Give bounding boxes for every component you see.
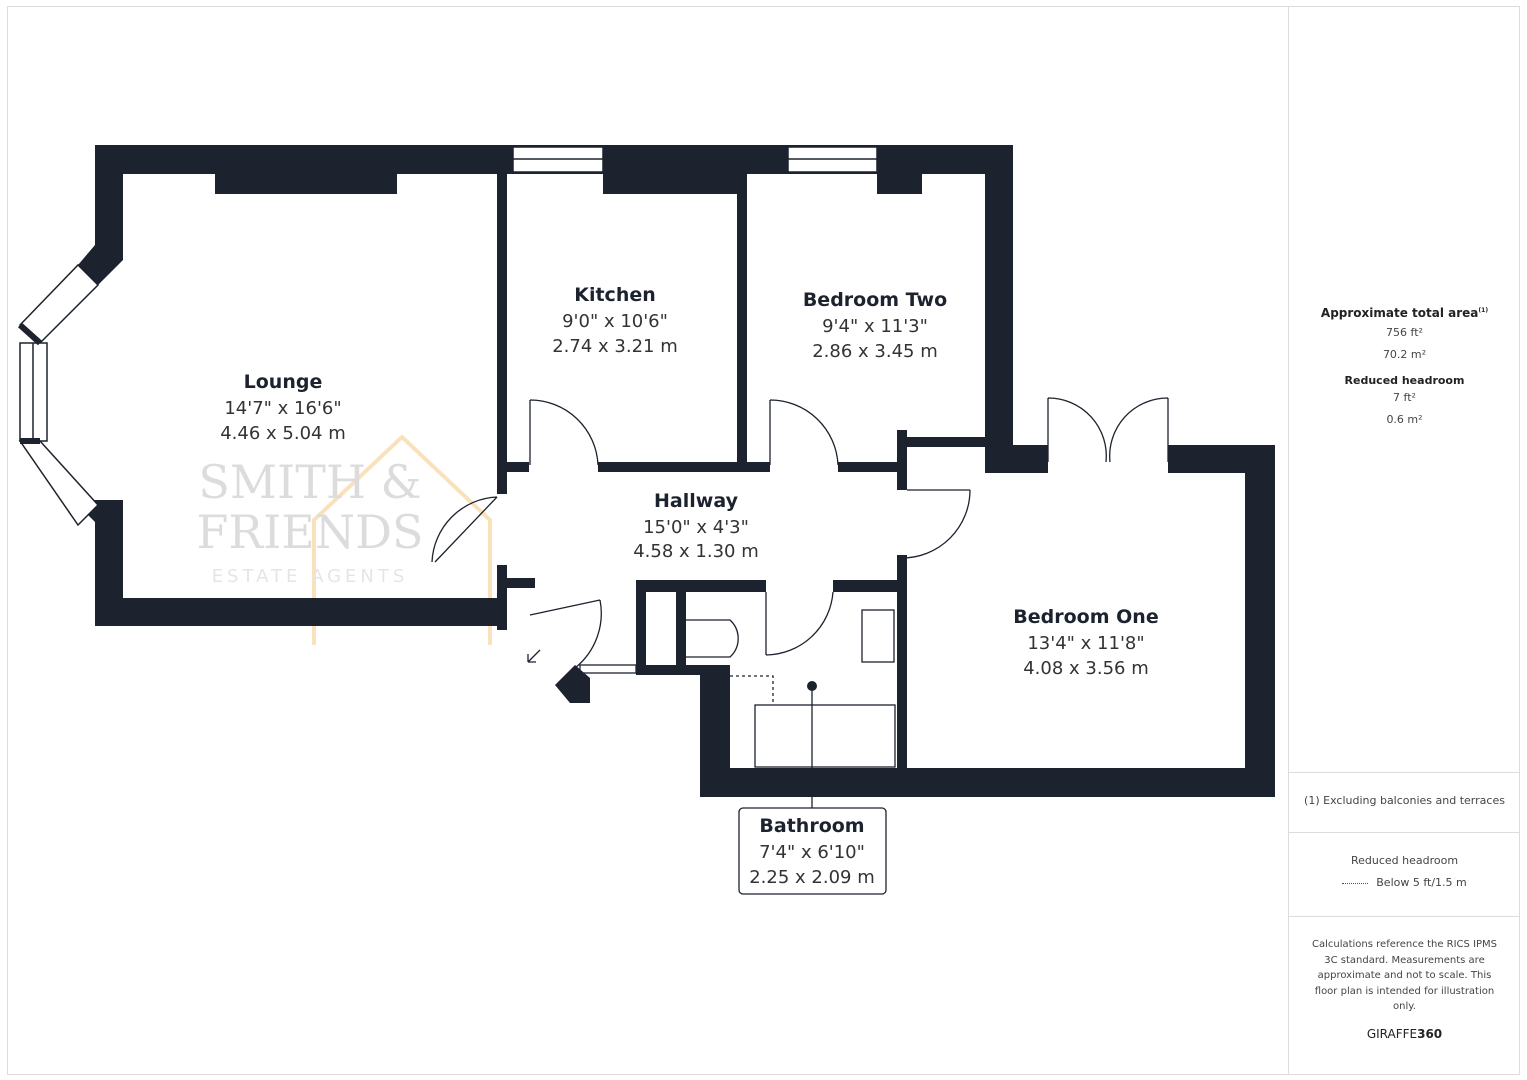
brand-logo: GIRAFFE360 xyxy=(1289,1027,1520,1041)
room-name: Bedroom One xyxy=(1013,606,1158,628)
room-dim-metric: 4.08 x 3.56 m xyxy=(1023,658,1149,679)
watermark-line2: FRIENDS xyxy=(197,505,424,559)
room-name: Hallway xyxy=(654,490,739,512)
room-dim-metric: 2.86 x 3.45 m xyxy=(812,341,938,362)
room-dim-imperial: 9'4" x 11'3" xyxy=(822,316,928,337)
total-area-section: Approximate total area(1) 756 ft² 70.2 m… xyxy=(1289,306,1520,431)
watermark-logo: SMITH & FRIENDS ESTATE AGENTS xyxy=(197,434,492,645)
brand-name: GIRAFFE xyxy=(1366,1027,1418,1041)
room-lounge: Lounge 14'7" x 16'6" 4.46 x 5.04 m xyxy=(220,371,346,444)
room-bathroom: Bathroom 7'4" x 6'10" 2.25 x 2.09 m xyxy=(749,815,875,888)
doors xyxy=(431,397,1169,669)
divider xyxy=(1289,832,1520,833)
legend: Reduced headroom Below 5 ft/1.5 m xyxy=(1289,850,1520,894)
dotted-line-icon xyxy=(1342,882,1369,884)
legend-title: Reduced headroom xyxy=(1350,854,1459,867)
room-bedroom-two: Bedroom Two 9'4" x 11'3" 2.86 x 3.45 m xyxy=(803,289,947,362)
info-panel: Approximate total area(1) 756 ft² 70.2 m… xyxy=(1288,6,1520,1075)
total-area-label: Approximate total area xyxy=(1320,306,1479,320)
windows xyxy=(18,146,878,527)
room-name: Bathroom xyxy=(759,815,864,837)
room-hallway: Hallway 15'0" x 4'3" 4.58 x 1.30 m xyxy=(633,490,759,562)
total-area-ft: 756 ft² xyxy=(1386,326,1423,339)
total-area-footnote-mark: (1) xyxy=(1478,307,1489,314)
room-dim-metric: 4.58 x 1.30 m xyxy=(633,541,759,562)
divider xyxy=(1289,916,1520,917)
watermark-line3: ESTATE AGENTS xyxy=(212,566,409,587)
reduced-headroom-m: 0.6 m² xyxy=(1386,413,1423,426)
room-dim-metric: 4.46 x 5.04 m xyxy=(220,423,346,444)
room-dim-imperial: 15'0" x 4'3" xyxy=(643,517,749,538)
divider xyxy=(1289,772,1520,773)
room-dim-imperial: 13'4" x 11'8" xyxy=(1027,633,1144,654)
total-area-m: 70.2 m² xyxy=(1382,348,1427,361)
reduced-headroom-ft: 7 ft² xyxy=(1393,391,1416,404)
floor-plan: SMITH & FRIENDS ESTATE AGENTS xyxy=(17,145,1275,895)
disclaimer: Calculations reference the RICS IPMS 3C … xyxy=(1311,939,1498,1012)
footnote: (1) Excluding balconies and terraces xyxy=(1304,794,1505,807)
bathroom-label-box xyxy=(738,807,887,895)
room-name: Kitchen xyxy=(574,284,656,306)
room-dim-metric: 2.25 x 2.09 m xyxy=(749,867,875,888)
watermark-line1: SMITH & xyxy=(198,455,421,509)
room-dim-metric: 2.74 x 3.21 m xyxy=(552,336,678,357)
room-dim-imperial: 14'7" x 16'6" xyxy=(224,398,341,419)
room-kitchen: Kitchen 9'0" x 10'6" 2.74 x 3.21 m xyxy=(552,284,678,357)
room-name: Bedroom Two xyxy=(803,289,947,311)
brand-number: 360 xyxy=(1417,1027,1443,1041)
page-frame xyxy=(7,6,1520,1075)
bathroom-fixtures xyxy=(579,609,896,808)
room-dim-imperial: 9'0" x 10'6" xyxy=(562,311,668,332)
room-dim-imperial: 7'4" x 6'10" xyxy=(759,842,865,863)
reduced-headroom-label: Reduced headroom xyxy=(1344,374,1465,387)
room-bedroom-one: Bedroom One 13'4" x 11'8" 4.08 x 3.56 m xyxy=(1013,606,1158,679)
room-name: Lounge xyxy=(244,371,323,393)
bathroom-fixture-dot xyxy=(807,681,817,691)
legend-item: Below 5 ft/1.5 m xyxy=(1376,876,1467,889)
